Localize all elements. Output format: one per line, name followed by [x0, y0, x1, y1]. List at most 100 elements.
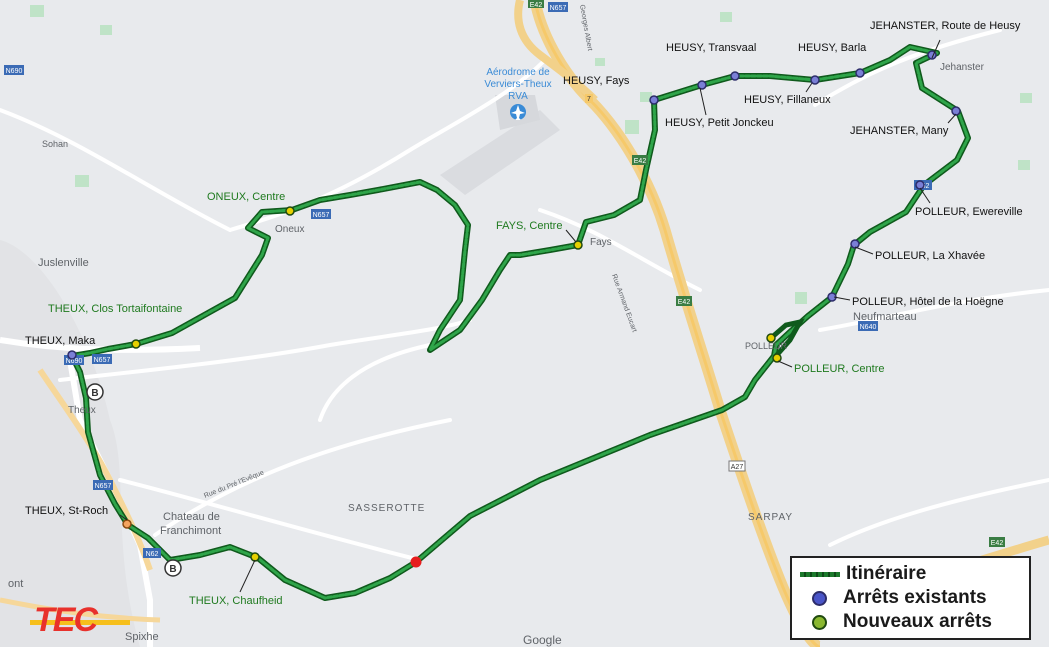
svg-text:E42: E42: [530, 2, 543, 9]
sarpay-label: SARPAY: [748, 512, 793, 523]
legend-existing-label: Arrêts existants: [843, 587, 987, 608]
road-shield: N657: [93, 480, 113, 490]
road-shield: N690: [64, 355, 84, 365]
road-n62-yellow: [37, 368, 153, 571]
stop-label: JEHANSTER, Many: [850, 125, 949, 137]
stop-polleur-centre-2[interactable]: [766, 333, 776, 343]
stop-label: POLLEUR, Hôtel de la Hoëgne: [852, 296, 1004, 308]
oneux-label: Oneux: [275, 224, 304, 235]
road-shield: N657: [92, 354, 112, 364]
road-shield: N657: [311, 209, 331, 219]
mont-label: ont: [8, 578, 23, 590]
stop-label: THEUX, Maka: [25, 335, 96, 347]
fays-label: Fays: [590, 237, 612, 248]
road-shield: E42: [676, 296, 692, 306]
road-shield: E42: [528, 0, 544, 9]
stop-polleur-centre[interactable]: [772, 353, 782, 363]
road-shield: N657: [548, 2, 568, 12]
svg-text:B: B: [169, 564, 176, 575]
chateau-label: Chateau de: [163, 511, 220, 523]
road-spixhe: [0, 597, 161, 623]
stop-jehanster-many[interactable]: [951, 106, 961, 116]
stop-label: THEUX, Chaufheid: [189, 595, 283, 607]
main-road-n657: [0, 337, 201, 353]
legend-route-label: Itinéraire: [846, 563, 927, 584]
stop-label: HEUSY, Transvaal: [666, 42, 756, 54]
svg-text:N657: N657: [94, 357, 111, 364]
legend-new-label: Nouveaux arrêts: [843, 611, 992, 632]
stop-theux-maka[interactable]: [67, 350, 77, 360]
new-stop-icon: [812, 614, 827, 630]
stop-label: JEHANSTER, Route de Heusy: [870, 20, 1021, 32]
stop-label: HEUSY, Fillaneux: [744, 94, 831, 106]
road-shield: N62: [143, 548, 161, 558]
neufmarteau-label: Neufmarteau: [853, 311, 917, 323]
stop-heusy-fays[interactable]: [649, 95, 659, 105]
stop-label: HEUSY, Petit Jonckeu: [665, 117, 774, 129]
juslenville-label: Juslenville: [38, 257, 89, 269]
stop-label: POLLEUR, La Xhavée: [875, 250, 985, 262]
road-shield: E42: [632, 155, 648, 165]
svg-text:E42: E42: [634, 158, 647, 165]
road-shield: E42: [989, 537, 1005, 547]
svg-text:N657: N657: [550, 5, 567, 12]
existing-stop-icon: [812, 590, 827, 606]
sohan-label: Sohan: [42, 139, 68, 149]
google-attribution: Google: [523, 633, 562, 647]
stop-label: POLLEUR, Centre: [794, 363, 884, 375]
road-shield: N690: [4, 65, 24, 75]
stop-polleur-ewereville[interactable]: [915, 180, 925, 190]
legend-new: Nouveaux arrêts: [800, 610, 1021, 634]
route-line-icon: [800, 571, 840, 577]
svg-text:E42: E42: [991, 540, 1004, 547]
svg-text:A27: A27: [731, 464, 744, 471]
stop-polleur-la-xhavee[interactable]: [850, 239, 860, 249]
svg-text:TEC: TEC: [34, 601, 98, 638]
airport-label: Aérodrome de: [486, 67, 550, 78]
bus-route-polleur-loop: [769, 318, 805, 358]
road-shield: N640: [858, 321, 878, 331]
stop-labels: HEUSY, Fays HEUSY, Petit Jonckeu HEUSY, …: [25, 20, 1023, 607]
road-shield: A27: [728, 460, 746, 472]
svg-text:7: 7: [587, 96, 591, 103]
train-station-icon: B: [164, 559, 182, 577]
svg-text:E42: E42: [678, 299, 691, 306]
jehanster-label: Jehanster: [940, 62, 985, 73]
svg-text:N62: N62: [146, 551, 159, 558]
existing-stops: [67, 50, 961, 529]
airport-label: Verviers-Theux: [484, 79, 551, 90]
sasserotte-label: SASSEROTTE: [348, 503, 425, 514]
airport-label: RVA: [508, 91, 528, 102]
stop-theux-chaufheid[interactable]: [250, 552, 260, 562]
svg-text:N690: N690: [6, 68, 23, 75]
stop-fays-centre[interactable]: [573, 240, 583, 250]
stop-heusy-transvaal[interactable]: [730, 71, 740, 81]
bus-route: [69, 44, 971, 601]
stop-theux-st-roch[interactable]: [122, 519, 132, 529]
stop-heusy-fillaneux[interactable]: [810, 75, 820, 85]
svg-text:N690: N690: [66, 358, 83, 365]
stop-label: POLLEUR, Ewereville: [915, 206, 1023, 218]
minor-roads: [0, 28, 1049, 562]
new-stops: [131, 206, 782, 562]
chateau-label: Franchimont: [160, 525, 221, 537]
stop-label: THEUX, Clos Tortaifontaine: [48, 303, 182, 315]
polleur-label: POLLEUR: [745, 341, 788, 351]
stop-label: THEUX, St-Roch: [25, 505, 108, 517]
stop-theux-clos-tortaifontaine[interactable]: [131, 339, 141, 349]
highway-ramp: [514, 0, 598, 103]
spixhe-label: Spixhe: [125, 631, 159, 643]
tec-logo-mark: TEC: [30, 601, 130, 639]
red-marker: [410, 556, 422, 568]
stop-heusy-petit-jonckeu[interactable]: [697, 80, 707, 90]
airport-area: [440, 110, 560, 195]
legend-route: Itinéraire: [800, 562, 1021, 586]
stop-oneux-centre[interactable]: [285, 206, 295, 216]
stop-heusy-barla[interactable]: [855, 68, 865, 78]
stop-label: FAYS, Centre: [496, 220, 562, 232]
vegetation: [30, 5, 1032, 304]
stop-label: HEUSY, Barla: [798, 42, 867, 54]
svg-text:N657: N657: [313, 212, 330, 219]
tec-logo: TEC: [30, 598, 130, 643]
